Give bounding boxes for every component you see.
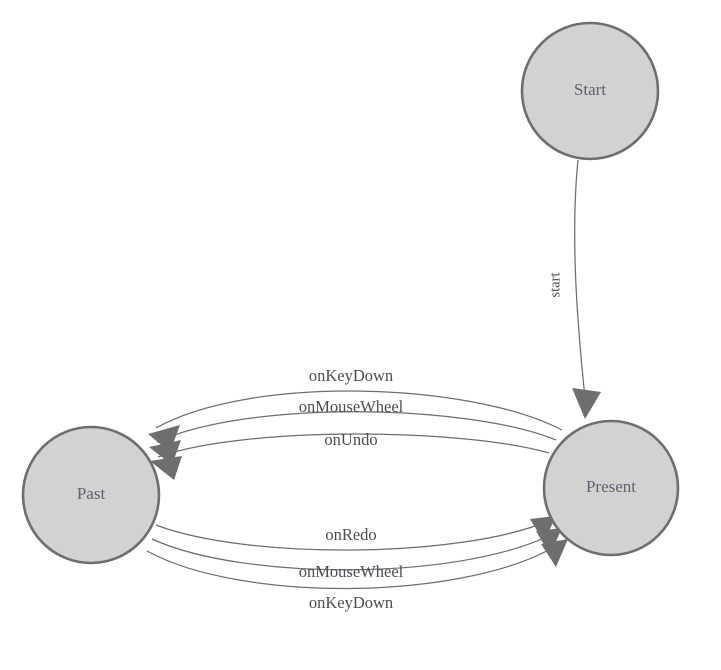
- edge-label-start: start: [547, 273, 563, 298]
- edge-past-to-present-onredo[interactable]: onRedo: [155, 516, 556, 551]
- edge-label-past-present-3: onKeyDown: [309, 593, 393, 612]
- edge-path-past-present-3: [146, 543, 560, 590]
- edge-label-past-present-2: onMouseWheel: [299, 562, 404, 581]
- node-present-label: Present: [586, 477, 636, 496]
- arrowhead-past-present-2: [536, 528, 562, 555]
- edge-path-past-present-1: [155, 520, 549, 551]
- arrowhead-past-present-3: [541, 539, 568, 567]
- node-start-label: Start: [574, 80, 606, 99]
- node-start[interactable]: Start: [520, 21, 660, 161]
- node-present-circle: [542, 419, 680, 557]
- arrowhead-start: [572, 388, 601, 419]
- edge-path-past-present-2: [151, 532, 555, 571]
- edge-past-to-present-onmousewheel[interactable]: onMouseWheel: [151, 528, 562, 581]
- edge-present-to-past-onundo[interactable]: onUndo: [150, 430, 550, 480]
- edge-label-present-past-1: onKeyDown: [309, 366, 393, 385]
- edge-path-present-past-3: [157, 433, 550, 458]
- node-start-circle: [520, 21, 660, 161]
- arrowhead-present-past-3: [150, 456, 182, 480]
- node-present[interactable]: Present: [542, 419, 680, 557]
- edge-label-present-past-2: onMouseWheel: [299, 397, 404, 416]
- edge-path-start: [574, 159, 586, 399]
- edge-path-present-past-1: [155, 390, 563, 431]
- edge-start-to-present[interactable]: start: [547, 159, 601, 419]
- arrowhead-past-present-1: [530, 516, 556, 542]
- edge-past-to-present-onkeydown[interactable]: onKeyDown: [146, 539, 568, 612]
- edge-label-past-present-1: onRedo: [325, 525, 376, 544]
- edge-path-present-past-2: [156, 411, 557, 443]
- node-past-circle: [21, 425, 161, 565]
- node-past-label: Past: [77, 484, 106, 503]
- node-past[interactable]: Past: [21, 425, 161, 565]
- edge-label-present-past-3: onUndo: [324, 430, 377, 449]
